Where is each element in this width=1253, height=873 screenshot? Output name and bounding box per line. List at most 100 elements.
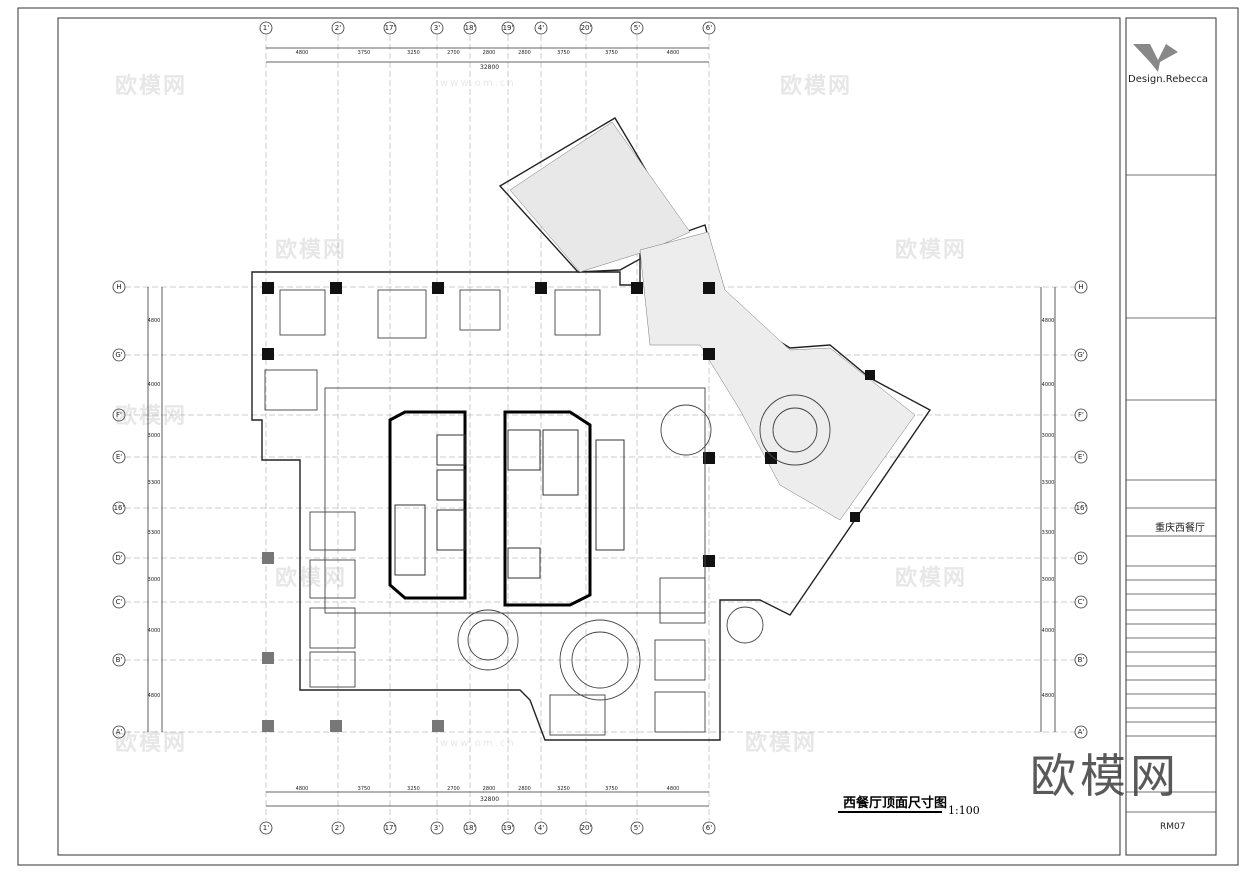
axis-label-right: H <box>1078 283 1084 291</box>
dimension-bottom: 3750 <box>605 786 618 792</box>
sheet-number: RM07 <box>1160 822 1186 832</box>
axis-label-top: 6' <box>705 24 713 32</box>
axis-label-right: G' <box>1077 351 1085 359</box>
axis-label-left: D' <box>115 554 123 562</box>
axis-label-bottom: 1' <box>262 824 270 832</box>
axis-bubbles-top <box>112 21 1088 835</box>
dimension-right: 4800 <box>1041 693 1055 699</box>
axis-label-right: E' <box>1077 453 1085 461</box>
inner-border <box>57 17 1121 856</box>
axis-label-top: 20' <box>580 24 592 32</box>
dimension-right: 4000 <box>1041 382 1055 388</box>
dimension-top: 2700 <box>447 50 460 56</box>
axis-label-bottom: 3' <box>433 824 441 832</box>
axis-label-top: 18' <box>464 24 476 32</box>
dimension-bottom: 3250 <box>407 786 420 792</box>
dimension-top: 3750 <box>357 50 371 56</box>
watermark: 欧模网 <box>780 74 853 99</box>
dimension-right: 4000 <box>1041 628 1055 634</box>
overall-width-top: 32800 <box>480 64 500 71</box>
core-walls <box>388 410 592 607</box>
dimension-top: 3250 <box>407 50 420 56</box>
dimension-left: 4000 <box>147 628 161 634</box>
axis-label-top: 17' <box>384 24 396 32</box>
dimension-lines <box>147 47 1056 807</box>
dimension-right: 3300 <box>1041 530 1055 536</box>
dimension-bottom: 2800 <box>518 786 531 792</box>
dimension-left: 3300 <box>147 479 161 486</box>
outer-border <box>17 7 1239 866</box>
axis-label-bottom: 17' <box>384 824 396 832</box>
axis-label-bottom: 2' <box>334 824 342 832</box>
dimension-bottom: 2800 <box>482 786 496 792</box>
axis-label-left: E' <box>115 453 123 461</box>
watermark-large: 欧模网 <box>1030 749 1180 803</box>
dimension-left: 4800 <box>147 318 161 324</box>
watermark: 欧模网 <box>895 566 968 591</box>
axis-label-left: B' <box>115 656 123 664</box>
watermark: 欧模网 <box>275 238 348 263</box>
ceiling-features <box>264 289 831 736</box>
axis-label-right: D' <box>1077 554 1085 562</box>
dimension-bottom: 2700 <box>447 786 460 792</box>
watermark: 欧模网 <box>115 74 188 99</box>
axis-label-bottom: 4' <box>537 824 545 832</box>
dimension-left: 4000 <box>147 382 161 388</box>
watermark: 欧模网 <box>745 731 818 756</box>
terrace-hatch <box>509 121 916 521</box>
axis-label-left: G' <box>115 351 123 359</box>
axis-label-top: 1' <box>262 24 270 32</box>
axis-label-right: B' <box>1077 656 1085 664</box>
watermark: 欧模网 <box>275 566 348 591</box>
watermark-url: www.om.cn <box>440 738 516 749</box>
axis-label-left: A' <box>115 728 123 736</box>
dimension-right: 3000 <box>1041 433 1055 439</box>
axis-label-right: A' <box>1077 728 1085 736</box>
axis-label-top: 5' <box>633 24 641 32</box>
axis-label-left: F' <box>116 411 122 419</box>
watermark-url: www.om.cn <box>440 78 516 89</box>
dimension-top: 4800 <box>295 50 309 56</box>
dimension-top: 3750 <box>605 50 618 56</box>
dimension-bottom: 4800 <box>666 786 680 792</box>
watermark: 欧模网 <box>115 404 188 429</box>
axis-label-left: H <box>116 283 122 291</box>
logo-icon <box>1133 44 1178 72</box>
axis-label-top: 19' <box>502 24 514 32</box>
dimension-top: 2800 <box>518 50 531 56</box>
axis-label-top: 3' <box>433 24 441 32</box>
axis-label-left: 16' <box>113 504 125 512</box>
axis-label-bottom: 19' <box>502 824 514 832</box>
dimension-left: 3000 <box>147 577 161 583</box>
watermark: 欧模网 <box>895 238 968 263</box>
dimension-top: 2800 <box>482 50 496 56</box>
dimension-bottom: 3250 <box>557 786 570 792</box>
drawing-scale: 1:100 <box>948 804 980 817</box>
title-block-frame <box>1125 17 1217 856</box>
dimension-left: 4800 <box>147 693 161 699</box>
axis-grid <box>125 35 1075 820</box>
dimension-top: 4800 <box>666 50 680 56</box>
watermark: 欧模网 <box>115 731 188 756</box>
dimension-right: 4800 <box>1041 318 1055 324</box>
axis-label-right: 16' <box>1075 504 1087 512</box>
title-block-lines <box>1126 174 1216 813</box>
dimension-left: 3000 <box>147 433 161 439</box>
axis-label-bottom: 6' <box>705 824 713 832</box>
dimension-right: 3000 <box>1041 577 1055 583</box>
drawing-caption: 西餐厅顶面尺寸图 <box>843 796 948 811</box>
axis-label-bottom: 5' <box>633 824 641 832</box>
axis-label-bottom: 18' <box>464 824 476 832</box>
core-interior <box>394 429 625 579</box>
axis-label-left: C' <box>115 598 123 606</box>
overall-width-bottom: 32800 <box>480 796 500 803</box>
axis-label-top: 4' <box>537 24 545 32</box>
columns <box>262 282 875 567</box>
dimension-right: 3300 <box>1041 479 1055 486</box>
brand-name: Design.Rebecca <box>1128 74 1208 85</box>
axis-label-right: F' <box>1078 411 1084 419</box>
axis-label-right: C' <box>1077 598 1085 606</box>
dimension-bottom: 4800 <box>295 786 309 792</box>
axis-label-top: 2' <box>334 24 342 32</box>
